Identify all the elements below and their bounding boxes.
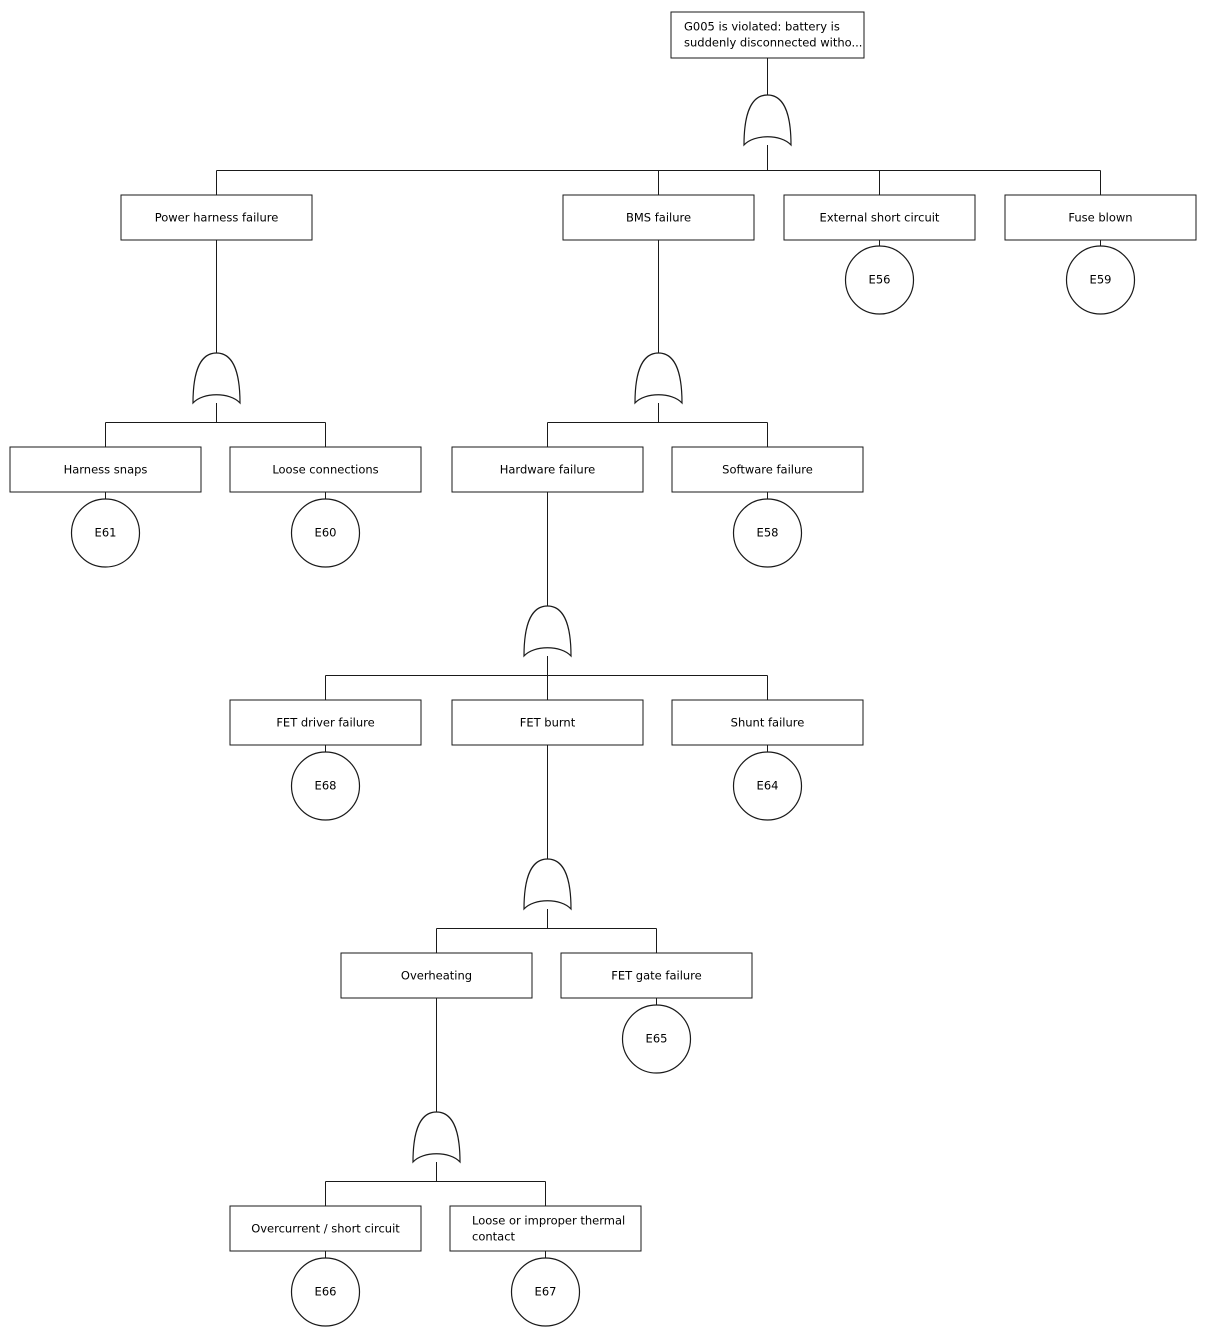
node-fet-driver-failure[interactable]: FET driver failure: [229, 699, 422, 746]
edge-layer: [104, 58, 1102, 1258]
node-power-harness-failure[interactable]: Power harness failure: [120, 194, 313, 241]
basic-event-label-e67: E67: [535, 1285, 557, 1299]
node-label-shunt-failure: Shunt failure: [731, 716, 805, 730]
node-software-failure[interactable]: Software failure: [671, 446, 864, 493]
node-label-harness-snaps: Harness snaps: [64, 463, 148, 477]
or-gate-hardware: [523, 605, 572, 658]
basic-event-label-e64: E64: [757, 779, 779, 793]
basic-event-label-e56: E56: [869, 273, 891, 287]
top-event-label-line2: suddenly disconnected witho...: [684, 36, 862, 50]
basic-event-e65[interactable]: E65: [621, 1004, 692, 1074]
basic-event-e61[interactable]: E61: [70, 498, 141, 568]
basic-event-e60[interactable]: E60: [290, 498, 361, 568]
node-hardware-failure[interactable]: Hardware failure: [451, 446, 644, 493]
node-label-bms-failure: BMS failure: [626, 211, 691, 225]
node-label-loose-thermal-contact-line2: contact: [472, 1230, 516, 1244]
basic-event-label-e58: E58: [757, 526, 779, 540]
or-gate-bms: [634, 352, 683, 405]
top-event-label-line1: G005 is violated: battery is: [684, 20, 840, 34]
basic-event-label-e68: E68: [315, 779, 337, 793]
node-loose-thermal-contact[interactable]: Loose or improper thermal contact: [449, 1205, 642, 1252]
node-label-overheating: Overheating: [401, 969, 472, 983]
node-label-power-harness-failure: Power harness failure: [155, 211, 279, 225]
gate-layer: [192, 94, 792, 1164]
basic-event-e56[interactable]: E56: [844, 245, 915, 315]
node-bms-failure[interactable]: BMS failure: [562, 194, 755, 241]
basic-event-label-e60: E60: [315, 526, 337, 540]
node-label-hardware-failure: Hardware failure: [500, 463, 596, 477]
node-label-loose-thermal-contact-line1: Loose or improper thermal: [472, 1214, 625, 1228]
node-overcurrent-short-circuit[interactable]: Overcurrent / short circuit: [229, 1205, 422, 1252]
node-harness-snaps[interactable]: Harness snaps: [9, 446, 202, 493]
basic-event-e67[interactable]: E67: [510, 1257, 581, 1327]
or-gate-overheating: [412, 1111, 461, 1164]
basic-event-e68[interactable]: E68: [290, 751, 361, 821]
node-fet-burnt[interactable]: FET burnt: [451, 699, 644, 746]
node-loose-connections[interactable]: Loose connections: [229, 446, 422, 493]
basic-event-label-e61: E61: [95, 526, 117, 540]
node-label-software-failure: Software failure: [722, 463, 813, 477]
node-layer: G005 is violated: battery is suddenly di…: [9, 11, 1197, 1327]
basic-event-label-e66: E66: [315, 1285, 337, 1299]
basic-event-e59[interactable]: E59: [1065, 245, 1136, 315]
basic-event-e66[interactable]: E66: [290, 1257, 361, 1327]
basic-event-e58[interactable]: E58: [732, 498, 803, 568]
node-label-fet-gate-failure: FET gate failure: [611, 969, 701, 983]
node-label-overcurrent-short-circuit: Overcurrent / short circuit: [251, 1222, 400, 1236]
node-label-fuse-blown: Fuse blown: [1068, 211, 1132, 225]
node-top-event[interactable]: G005 is violated: battery is suddenly di…: [670, 11, 865, 59]
node-shunt-failure[interactable]: Shunt failure: [671, 699, 864, 746]
basic-event-e64[interactable]: E64: [732, 751, 803, 821]
node-overheating[interactable]: Overheating: [340, 952, 533, 999]
or-gate-top-event: [743, 94, 792, 147]
basic-event-label-e65: E65: [646, 1032, 668, 1046]
node-fet-gate-failure[interactable]: FET gate failure: [560, 952, 753, 999]
or-gate-fet-burnt: [523, 858, 572, 911]
node-external-short-circuit[interactable]: External short circuit: [783, 194, 976, 241]
node-label-loose-connections: Loose connections: [272, 463, 378, 477]
node-label-fet-burnt: FET burnt: [520, 716, 576, 730]
node-label-fet-driver-failure: FET driver failure: [276, 716, 374, 730]
basic-event-label-e59: E59: [1090, 273, 1112, 287]
node-fuse-blown[interactable]: Fuse blown: [1004, 194, 1197, 241]
node-label-external-short-circuit: External short circuit: [820, 211, 940, 225]
or-gate-power-harness: [192, 352, 241, 405]
